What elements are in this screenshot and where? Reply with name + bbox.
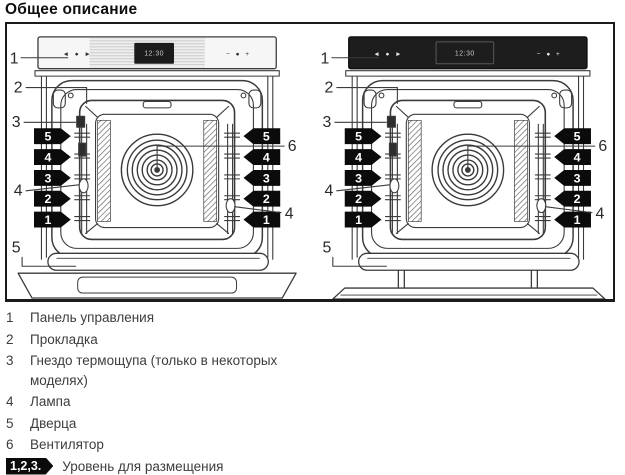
callout-door: 5 [12,239,21,256]
legend-label: Вентилятор [30,437,104,452]
legend-num: 2 [6,331,14,347]
shelf-level-badges: 5 4 3 2 1 5 4 3 2 1 [34,128,281,228]
level-badge: 1 [263,213,270,227]
shelf-rails [384,115,551,235]
oven-display [134,42,174,64]
legend-item-fan: 6 Вентилятор [6,435,618,455]
level-badge: 1 [574,213,581,227]
oven-diagram-open: 12:30 ◄ ● ► − ● + [320,36,607,299]
level-badge: 3 [263,171,270,185]
right-wall-grill [514,119,528,222]
legend-label: Лампа [30,394,71,409]
callout-lamp: 4 [324,183,333,200]
callout-gasket: 2 [14,80,23,97]
fan [431,133,505,207]
nav-controls-icon: ◄ ● ► [373,51,403,58]
display-time: 12:30 [455,50,475,57]
overview-figure: 12:30 ◄ ● ► − ● + [5,22,615,302]
legend-item-gasket: 2 Прокладка [6,330,618,350]
nav-controls-icon: ◄ ● ► [63,51,93,58]
level-badge: 3 [574,171,581,185]
plus-minus-controls-icon: − ● + [226,51,251,58]
right-lamp [536,198,547,214]
oven-diagram-closed: 12:30 ◄ ● ► − ● + [10,36,297,299]
level-badge: 3 [44,171,51,185]
control-panel-light: 12:30 ◄ ● ► − ● + [37,36,277,70]
callout-fan: 6 [288,138,297,155]
display-time: 12:30 [144,50,164,57]
level-badge: 2 [44,192,51,206]
probe-socket [76,115,86,128]
level-badge: 4 [574,151,581,165]
legend-num: 1 [6,310,14,325]
level-badge: 4 [44,151,51,165]
oven-door-open-flat [332,252,606,299]
fan [120,133,194,207]
oven-diagrams-svg: 12:30 ◄ ● ► − ● + [10,36,607,299]
left-lamp [389,178,400,194]
legend-label: Дверца [30,415,77,431]
control-panel-dark: 12:30 ◄ ● ► − ● + [348,36,588,70]
oven-door-open-angled [17,252,297,299]
callout-probe-socket: 3 [12,114,21,131]
level-badge: 2 [263,192,270,206]
callout-fan: 6 [598,138,607,155]
callout-panel: 1 [320,51,329,68]
callout-numbers: 1 2 3 4 5 6 4 [320,51,607,257]
level-badge: 5 [574,130,581,144]
callout-gasket: 2 [324,80,333,97]
legend: 1 Панель управления 2 Прокладка 3 Гнездо… [6,308,618,475]
callout-numbers: 1 2 3 4 5 6 4 [10,51,297,257]
shelf-level-badges: 5 4 3 2 1 5 4 3 2 1 [344,128,591,228]
shelf-rails [74,115,241,235]
legend-num: 3 [6,353,14,368]
callout-lamp: 4 [14,183,23,200]
level-badge: 4 [355,151,362,165]
callout-probe-socket: 3 [322,114,331,131]
callout-door: 5 [322,239,331,256]
callout-lamp: 4 [285,206,294,223]
shelf-levels-badge-icon: 1,2,3. [6,457,54,475]
level-badge: 2 [355,192,362,206]
callout-lamp: 4 [595,206,604,223]
callout-panel: 1 [10,51,19,68]
legend-num: 5 [6,415,14,431]
legend-item-probe-socket: 3 Гнездо термощупа (только в некоторых м… [6,351,618,390]
callout-lines [331,57,596,267]
left-wall-grill [97,119,111,222]
page-title: Общее описание [5,1,138,18]
oven-display [435,41,495,65]
level-badge: 4 [263,151,270,165]
probe-socket [386,115,396,128]
level-badge: 3 [355,171,362,185]
legend-label: Прокладка [30,331,98,347]
left-wall-grill [407,119,422,222]
level-badge: 5 [44,130,51,144]
legend-item-door: 5 Дверца [6,414,618,434]
legend-item-panel: 1 Панель управления [6,308,618,328]
door-hinges [397,269,538,290]
legend-label: Панель управления [30,310,155,325]
right-lamp [225,198,236,214]
level-badge: 5 [263,130,270,144]
left-lamp [78,178,89,194]
legend-label: Гнездо термощупа (только в некоторых мод… [30,353,278,388]
level-badge: 2 [574,192,581,206]
shelf-levels-label: Уровень для размещения [62,458,224,474]
legend-num: 6 [6,437,14,452]
legend-num: 4 [6,394,14,409]
callout-lines [20,57,285,267]
level-badge: 5 [355,130,362,144]
right-wall-grill [203,119,218,222]
level-badge: 1 [355,213,362,227]
legend-item-lamp: 4 Лампа [6,392,618,412]
plus-minus-controls-icon: − ● + [537,51,562,58]
legend-item-shelf-levels: 1,2,3. Уровень для размещения [6,457,618,475]
level-badge: 1 [44,213,51,227]
